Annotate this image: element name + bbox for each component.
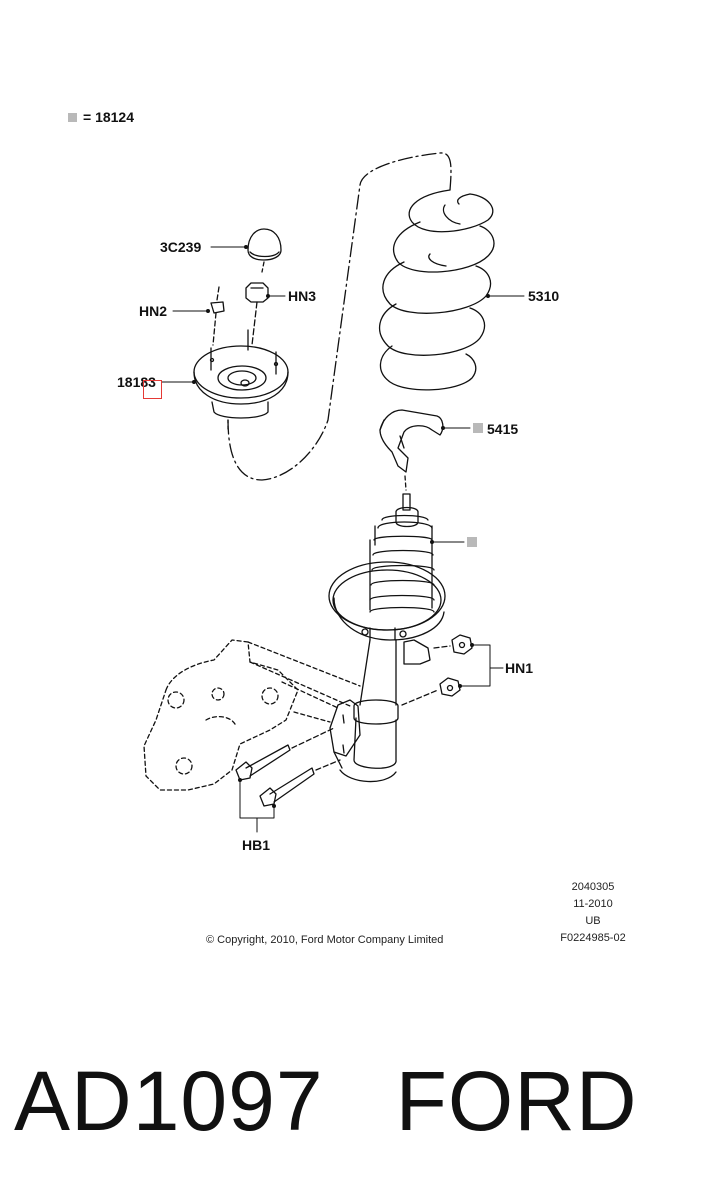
leader-lines [161, 246, 525, 833]
legend-text: = 18124 [83, 109, 134, 125]
legend: = 18124 [68, 109, 134, 125]
marker-strut [467, 537, 477, 547]
spring-seat-5415 [379, 409, 444, 491]
nuts-hn1 [401, 634, 473, 706]
strut-lower [329, 639, 431, 783]
nut-hn3 [245, 282, 269, 346]
part-number: AD1097 [14, 1054, 324, 1148]
label-hn3: HN3 [288, 288, 317, 304]
label-hn2: HN2 [139, 303, 168, 319]
leader-dots [192, 245, 490, 808]
meta-code: 2040305 [571, 881, 615, 893]
coil-spring-5310 [378, 189, 495, 391]
label-5415: 5415 [487, 421, 519, 437]
diagram-meta: 2040305 11-2010 UB F0224985-02 [548, 879, 638, 947]
selection-highlight[interactable] [143, 380, 162, 399]
label-18183: 18183 [117, 374, 156, 390]
label-hb1: HB1 [242, 837, 271, 853]
label-hn1: HN1 [505, 660, 534, 676]
strut-upper [328, 493, 446, 641]
marker-5415 [473, 423, 483, 433]
label-5310: 5310 [528, 288, 560, 304]
label-3c239: 3C239 [160, 239, 202, 255]
gray-square-icon [68, 112, 77, 122]
meta-region: UB [585, 915, 601, 927]
copyright-text: © Copyright, 2010, Ford Motor Company Li… [206, 934, 444, 946]
brand-name: FORD [395, 1054, 638, 1148]
meta-date: 11-2010 [573, 898, 613, 910]
assembly-centerline-top [227, 152, 452, 481]
product-title: AD1097 FORD [14, 1046, 638, 1156]
meta-ref: F0224985-02 [560, 932, 626, 944]
bolts-hb1 [235, 727, 341, 807]
nut-hn2 [210, 286, 225, 346]
cap-3c239 [247, 228, 282, 273]
steering-knuckle [143, 639, 361, 791]
strut-mount-18183 [193, 329, 289, 431]
